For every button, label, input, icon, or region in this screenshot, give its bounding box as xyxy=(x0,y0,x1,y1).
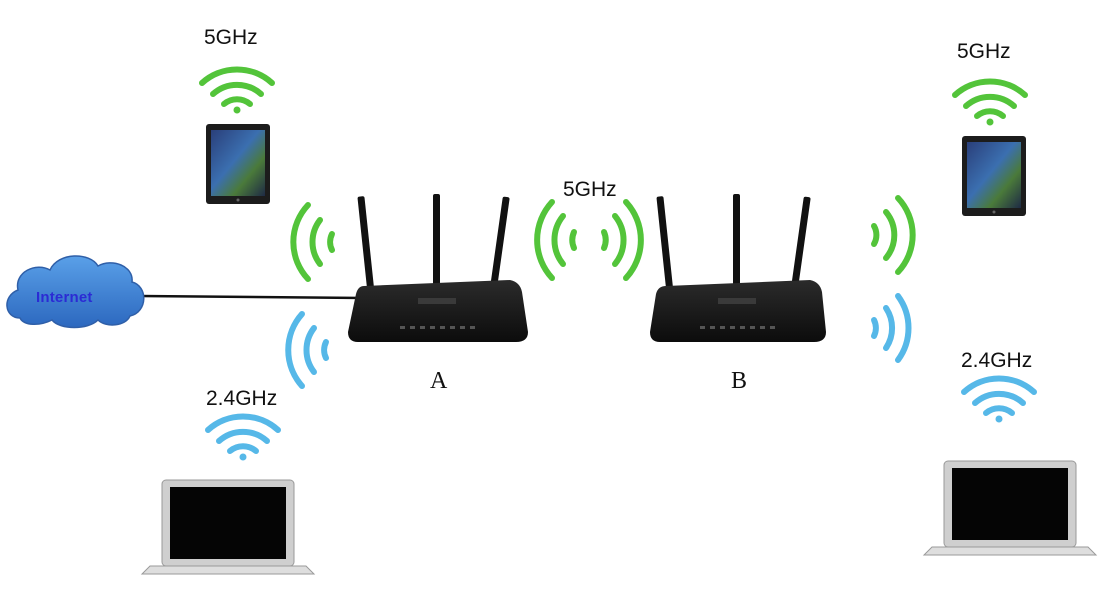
cloud-icon xyxy=(6,255,145,329)
signal-waves-5ghz-link-left xyxy=(534,199,577,281)
band-label-5ghz-link: 5GHz xyxy=(563,178,617,201)
router-b-label: B xyxy=(731,368,748,394)
router-a-label: A xyxy=(430,368,448,394)
wifi-icon-5ghz-tablet-left xyxy=(199,66,275,114)
signal-waves-24ghz-router-b xyxy=(871,293,912,363)
signal-waves-5ghz-link-right xyxy=(601,199,644,281)
laptop-icon-right xyxy=(922,460,1098,556)
signal-waves-24ghz-router-a xyxy=(285,311,329,389)
signal-waves-5ghz-router-a xyxy=(290,202,335,282)
wifi-icon-24ghz-laptop-right xyxy=(961,375,1037,423)
tablet-icon-left xyxy=(206,124,270,204)
band-label-5ghz-tablet-right: 5GHz xyxy=(957,40,1011,63)
router-b xyxy=(650,194,826,342)
router-a xyxy=(348,194,528,342)
wifi-icon-24ghz-laptop-left xyxy=(205,413,281,461)
tablet-icon-right xyxy=(962,136,1026,216)
internet-label: Internet xyxy=(36,289,93,306)
internet-cable xyxy=(139,294,365,300)
signal-waves-5ghz-router-b xyxy=(871,195,916,275)
band-label-24ghz-laptop-left: 2.4GHz xyxy=(206,387,278,410)
laptop-icon-left xyxy=(140,479,316,575)
wifi-icon-5ghz-tablet-right xyxy=(952,78,1028,126)
band-label-24ghz-laptop-right: 2.4GHz xyxy=(961,349,1033,372)
band-label-5ghz-tablet-left: 5GHz xyxy=(204,26,258,49)
